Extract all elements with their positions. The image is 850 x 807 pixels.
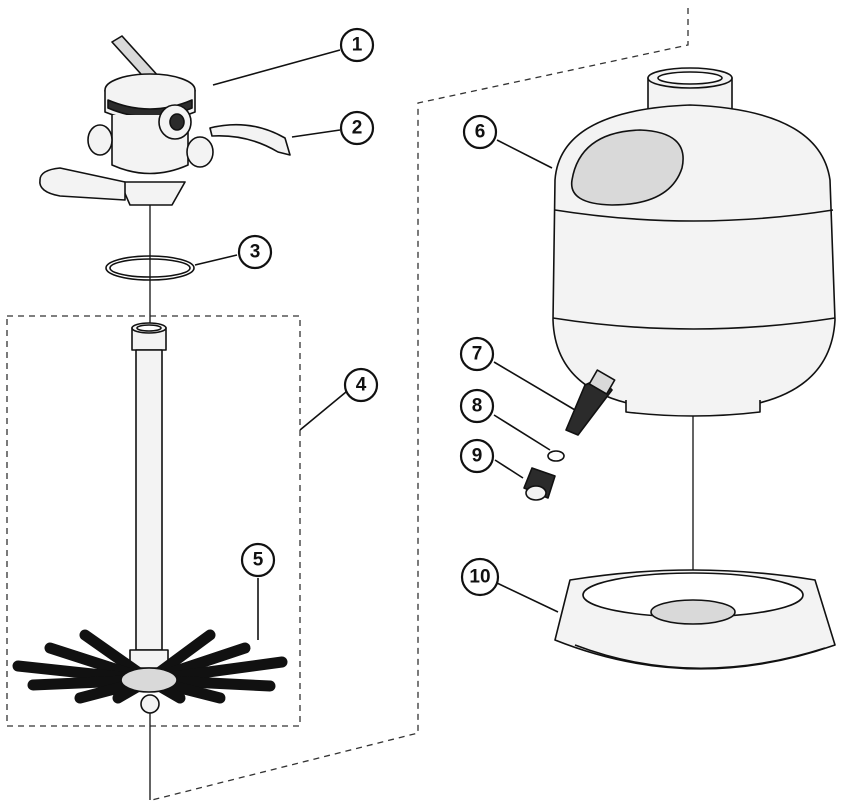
callout-label-3: 3 (250, 242, 261, 263)
tank-base (554, 569, 836, 670)
callout-label-9: 9 (472, 446, 483, 467)
leader-lines (194, 49, 576, 640)
callout-label-10: 10 (469, 567, 490, 588)
multiport-valve (87, 35, 214, 206)
callout-5: 5 (240, 542, 276, 578)
callout-label-6: 6 (475, 122, 486, 143)
callout-label-7: 7 (472, 344, 483, 365)
callout-6: 6 (462, 114, 498, 150)
callout-label-4: 4 (356, 375, 367, 396)
standpipe (129, 322, 169, 669)
callout-8: 8 (459, 388, 495, 424)
callout-1: 1 (339, 27, 375, 63)
filter-tank (552, 67, 836, 417)
callout-10: 10 (460, 557, 500, 597)
drain-tube (565, 369, 616, 436)
callout-label-8: 8 (472, 396, 483, 417)
callout-7: 7 (459, 336, 495, 372)
callout-3: 3 (237, 234, 273, 270)
callout-9: 9 (459, 438, 495, 474)
drain-o-ring (547, 450, 565, 462)
callout-2: 2 (339, 110, 375, 146)
drain-cap (523, 467, 556, 501)
o-ring (105, 255, 195, 281)
callout-4: 4 (343, 367, 379, 403)
assembly-dashed-lines (151, 8, 689, 801)
callout-label-5: 5 (253, 550, 264, 571)
standpipe-group-box (6, 315, 301, 727)
callout-label-1: 1 (352, 35, 363, 56)
callout-label-2: 2 (352, 118, 363, 139)
valve-clamp (39, 123, 291, 201)
lateral-hub (120, 667, 178, 714)
